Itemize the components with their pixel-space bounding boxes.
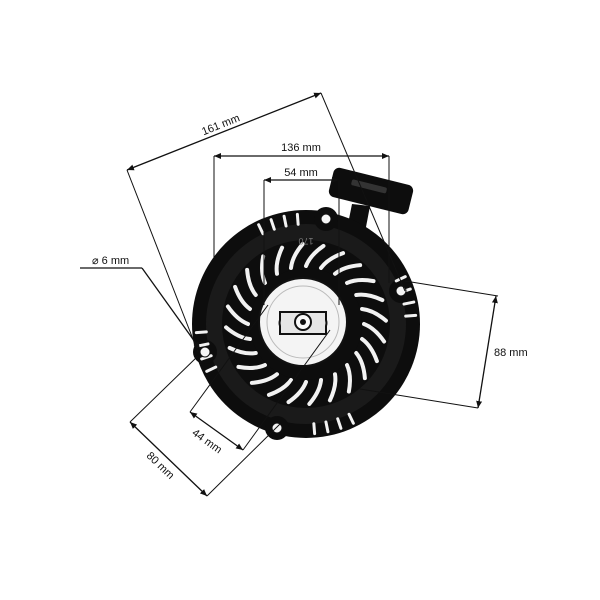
pulley-hub	[258, 277, 348, 367]
cooling-fin	[360, 306, 388, 323]
vent-slot	[404, 313, 418, 318]
dim-label-80: 80 mm	[144, 450, 177, 482]
cooling-fin	[245, 267, 258, 297]
dimension-hole-diameter: ⌀ 6 mm	[80, 255, 201, 350]
vent-slot	[402, 300, 416, 306]
vent-slot	[200, 354, 213, 361]
part-marking: 170	[298, 236, 313, 246]
cooling-fin	[233, 284, 252, 311]
vent-slot	[196, 342, 210, 348]
vent-slot	[257, 223, 265, 236]
cooling-fin	[307, 378, 324, 406]
vent-slot	[394, 275, 407, 283]
vent-slot	[324, 420, 330, 434]
dim-label-54: 54 mm	[284, 167, 318, 179]
dim-label-88: 88 mm	[494, 347, 528, 359]
dim-label-161: 161 mm	[200, 112, 241, 138]
dimension-mount-span: 136 mm	[213, 142, 390, 283]
cooling-fin	[319, 251, 346, 270]
cooling-fin	[286, 380, 308, 405]
dim-label-136: 136 mm	[281, 142, 321, 154]
vent-slot	[295, 212, 300, 226]
cooling-fin	[354, 292, 385, 303]
cooling-fin	[327, 372, 338, 403]
dimension-inner-width: 54 mm	[263, 167, 340, 305]
cooling-fin	[274, 245, 285, 276]
cooling-fin	[227, 345, 258, 356]
vent-slot	[336, 417, 343, 430]
cooling-fin	[225, 304, 250, 326]
recoil-starter-part: 170	[192, 167, 420, 440]
vent-slot	[205, 365, 218, 373]
vent-slot	[269, 218, 276, 231]
cooling-fin	[304, 243, 326, 268]
cooling-fin	[288, 242, 305, 270]
cooling-fin	[345, 278, 376, 285]
cooling-fin	[224, 325, 252, 342]
vent-slot	[312, 422, 317, 436]
cooling-fin	[266, 378, 293, 397]
cooling-fin	[362, 322, 387, 344]
cooling-fin	[345, 363, 352, 394]
cooling-fin	[360, 337, 379, 364]
vent-slot	[194, 330, 208, 335]
cooling-fin	[354, 351, 367, 381]
dimension-height: 88 mm	[359, 280, 528, 409]
cooling-fins	[224, 242, 388, 406]
dim-label-44: 44 mm	[190, 427, 224, 456]
cooling-fin	[333, 263, 363, 276]
vent-slot	[282, 214, 288, 228]
cooling-fin	[236, 363, 267, 370]
dim-label-6: ⌀ 6 mm	[92, 255, 129, 267]
cooling-fin	[249, 372, 279, 385]
vent-slot	[347, 412, 355, 425]
